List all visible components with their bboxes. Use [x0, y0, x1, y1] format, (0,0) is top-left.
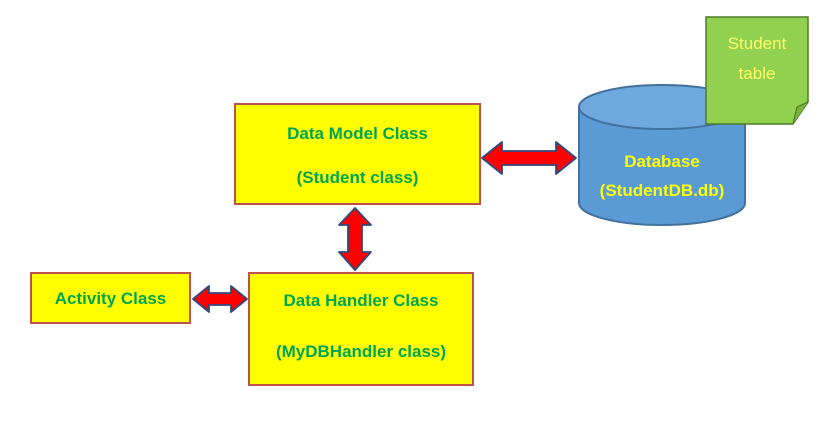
note-line-1: Student	[728, 34, 787, 53]
arrow-activity-handler	[192, 285, 248, 313]
student-table-note: Student table	[705, 16, 809, 125]
activity-title: Activity Class	[54, 289, 167, 308]
activity-class-box: Activity Class	[30, 272, 191, 324]
data-handler-subtitle: (MyDBHandler class)	[275, 342, 447, 361]
database-subtitle: (StudentDB.db)	[600, 181, 725, 200]
arrow-model-database	[481, 141, 577, 175]
data-model-class-box: Data Model Class (Student class)	[234, 103, 481, 205]
database-title: Database	[624, 152, 700, 171]
arrow-model-handler	[338, 207, 372, 271]
data-handler-title: Data Handler Class	[283, 291, 439, 310]
data-handler-class-box: Data Handler Class (MyDBHandler class)	[248, 272, 474, 386]
database-cylinder: Database (StudentDB.db)	[578, 84, 746, 226]
cylinder-body	[578, 106, 746, 226]
data-model-subtitle: (Student class)	[296, 168, 419, 187]
note-fold	[792, 101, 809, 125]
note-line-2: table	[739, 64, 776, 83]
data-model-title: Data Model Class	[287, 124, 428, 143]
